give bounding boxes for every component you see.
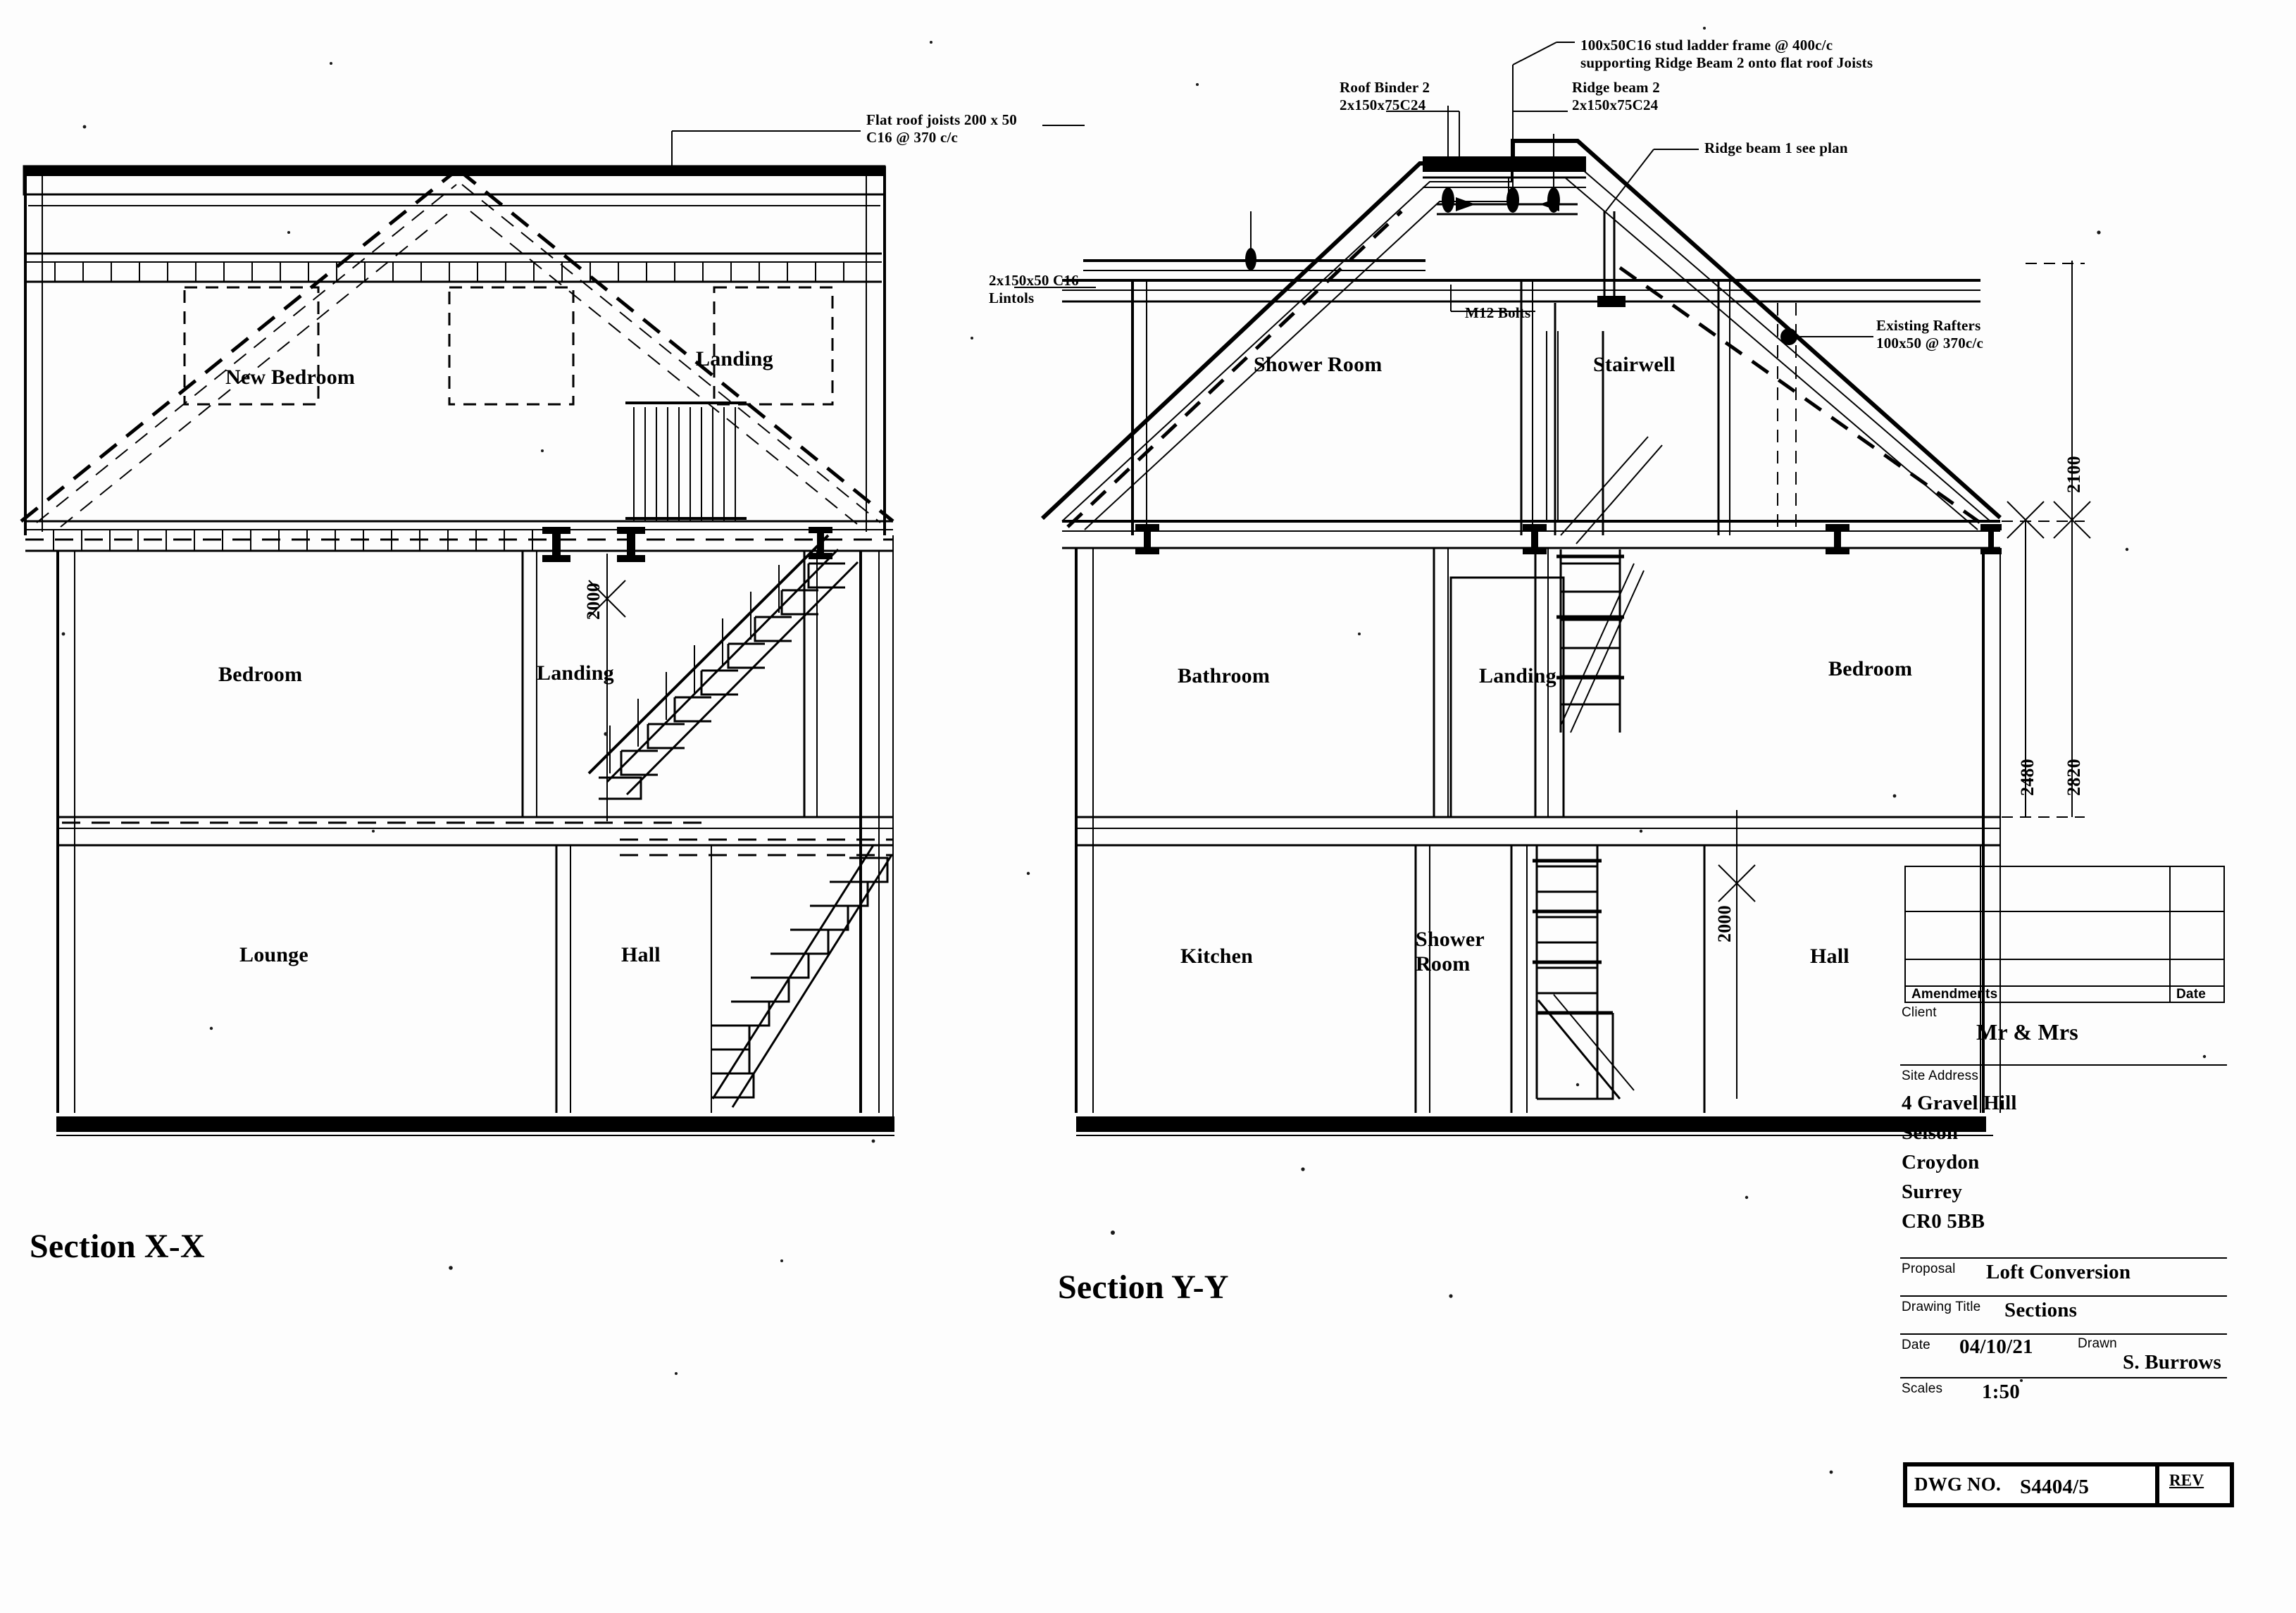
note-ridge-beam-1: Ridge beam 1 see plan — [1704, 139, 1848, 156]
dwg-no-box: DWG NO. S4404/5 REV — [1903, 1462, 2234, 1507]
section-x-x-drawing — [20, 165, 894, 1136]
note-stud-ladder-frame: 100x50C16 stud ladder frame @ 400c/c sup… — [1580, 37, 1873, 71]
client-divider — [1900, 1064, 2227, 1066]
client-value: Mr & Mrs — [1976, 1019, 2078, 1045]
room-label-landing-y: Landing — [1479, 664, 1556, 687]
rev-label: REV — [2169, 1471, 2204, 1489]
proposal-value: Loft Conversion — [1986, 1261, 2131, 1283]
dimension-2100: 2100 — [2064, 456, 2084, 493]
date-divider — [1900, 1333, 2227, 1335]
dimension-2480: 2480 — [2017, 759, 2038, 796]
note-existing-rafters: Existing Rafters 100x50 @ 370c/c — [1876, 317, 1984, 351]
room-label-landing-first-x: Landing — [537, 661, 614, 685]
proposal-divider-top — [1900, 1257, 2227, 1259]
drawn-value: S. Burrows — [2123, 1351, 2222, 1374]
room-label-lounge: Lounge — [239, 943, 308, 966]
note-roof-binder-2: Roof Binder 2 2x150x75C24 — [1340, 79, 1430, 113]
section-y-title: Section Y-Y — [1058, 1269, 1229, 1306]
site-address-label: Site Address — [1902, 1069, 1979, 1083]
amendments-header: Amendments — [1911, 987, 1998, 1002]
amendments-date-header: Date — [2176, 987, 2206, 1002]
proposal-label: Proposal — [1902, 1262, 1956, 1276]
dimension-2000-x: 2000 — [583, 583, 604, 620]
title-block: Amendments Date Client Mr & Mrs Site Add… — [1897, 866, 2278, 1584]
site-address-line-1: 4 Gravel Hill — [1902, 1092, 2017, 1114]
date-label: Date — [1902, 1338, 1930, 1352]
client-label: Client — [1902, 1005, 1937, 1020]
dwg-no-label: DWG NO. — [1914, 1474, 2001, 1495]
drawing-title-label: Drawing Title — [1902, 1300, 1981, 1314]
amendments-table: Amendments Date — [1904, 866, 2225, 1003]
section-x-title: Section X-X — [30, 1228, 205, 1265]
site-address-line-4: Surrey — [1902, 1181, 1963, 1203]
site-address-line-5: CR0 5BB — [1902, 1210, 1985, 1233]
drawing-title-divider — [1900, 1295, 2227, 1297]
scales-label: Scales — [1902, 1381, 1943, 1396]
room-label-kitchen: Kitchen — [1180, 945, 1254, 968]
room-label-bedroom-x: Bedroom — [218, 663, 303, 686]
drawn-label: Drawn — [2078, 1336, 2117, 1351]
dimension-2000-y: 2000 — [1714, 905, 1735, 942]
site-address-line-2: Selson — [1902, 1121, 1959, 1144]
note-m12-bolts: M12 Bolts — [1465, 304, 1531, 321]
room-label-hall-x: Hall — [621, 943, 661, 966]
note-ridge-beam-2: Ridge beam 2 2x150x75C24 — [1572, 79, 1660, 113]
section-y-y-drawing — [1040, 65, 2091, 1136]
note-flat-roof-joists: Flat roof joists 200 x 50 C16 @ 370 c/c — [866, 111, 1018, 146]
scales-value: 1:50 — [1982, 1381, 2020, 1403]
room-label-shower-room-ground: Shower Room — [1416, 928, 1485, 976]
room-label-stairwell: Stairwell — [1593, 353, 1676, 376]
dwg-no-value: S4404/5 — [2020, 1476, 2090, 1498]
room-label-bathroom: Bathroom — [1178, 664, 1271, 687]
room-label-hall-y: Hall — [1810, 945, 1849, 968]
annotation-leaders — [671, 42, 1873, 345]
drawing-title-value: Sections — [2004, 1299, 2078, 1321]
scales-divider — [1900, 1377, 2227, 1378]
date-value: 04/10/21 — [1959, 1335, 2033, 1358]
dimension-2820: 2820 — [2064, 759, 2084, 796]
room-label-new-bedroom: New Bedroom — [225, 366, 356, 389]
site-address-line-3: Croydon — [1902, 1151, 1980, 1173]
room-label-landing-loft-x: Landing — [696, 347, 773, 370]
note-lintols: 2x150x50 C16 Lintols — [989, 272, 1079, 306]
room-label-shower-room-loft: Shower Room — [1254, 353, 1383, 376]
room-label-bedroom-y: Bedroom — [1828, 657, 1913, 680]
